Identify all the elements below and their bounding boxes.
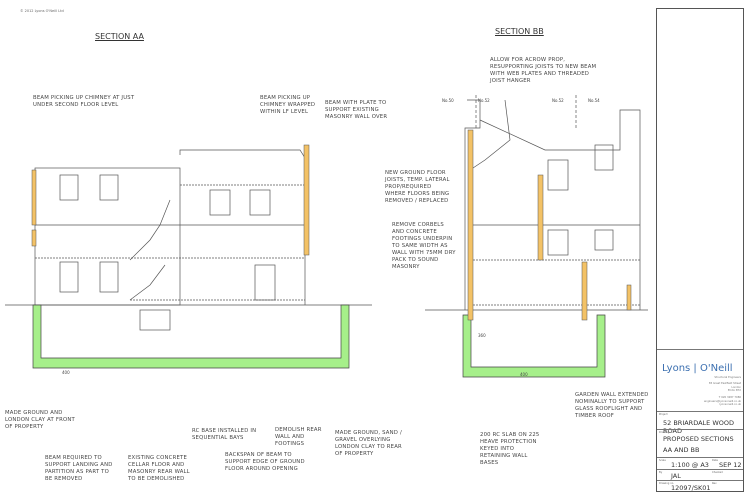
section-aa-drawing <box>5 149 372 331</box>
bb-note: Remove corbels and concrete footings und… <box>392 222 456 270</box>
aa-note: Made ground, sand / gravel overlying Lon… <box>335 430 402 457</box>
title-block: Lyons | O'Neill Structural Engineers 85 … <box>656 8 744 492</box>
aa-note: Beam picking up chimney at just under se… <box>33 95 135 108</box>
scale: 1:100 @ A3 <box>671 461 709 469</box>
date: Sep 12 <box>719 461 742 469</box>
section-aa-title: Section AA <box>95 32 144 41</box>
bb-dimension-2: 360 <box>478 333 486 338</box>
bb-note: Garden wall extended nominally to suppor… <box>575 392 649 419</box>
project-name: 52 Briardale Wood Road <box>663 419 734 435</box>
company-tagline: Structural Engineers <box>714 376 741 379</box>
drawing-number: 12097/SK01 <box>671 484 711 492</box>
drawn-by: JAL <box>671 472 681 480</box>
bb-note: New ground floor joists, temp. lateral p… <box>385 170 450 204</box>
company-logo: Lyons | O'Neill <box>662 363 733 374</box>
party-label: No.52 <box>552 98 564 103</box>
bb-note: 200 RC slab on 225 Heave protection keye… <box>480 432 540 466</box>
section-aa-basement <box>32 304 350 369</box>
section-bb-steel-beams <box>467 129 632 321</box>
section-bb-title: Section BB <box>495 27 544 36</box>
party-label: No.50 <box>442 98 454 103</box>
party-label: No.52 <box>478 98 490 103</box>
party-label: No.54 <box>588 98 600 103</box>
aa-note: Beam with plate to support existing maso… <box>325 100 388 120</box>
aa-note: Demolish rear wall and footings <box>275 427 322 447</box>
aa-note: RC base installed in sequential bays <box>192 428 257 441</box>
aa-note: Made ground and London clay at front of … <box>5 410 75 430</box>
drawing-title-2: AA and BB <box>663 446 700 454</box>
section-bb-basement <box>462 314 606 378</box>
bb-note: Allow for Acrow prop, resupporting joist… <box>490 57 597 84</box>
section-aa-steel-beams <box>31 144 310 256</box>
section-bb-drawing <box>425 95 648 311</box>
copyright: © 2012 Lyons O'Neill Ltd <box>20 9 64 13</box>
bb-dimension: 400 <box>520 372 528 377</box>
aa-note: Existing concrete cellar floor and mason… <box>128 455 190 482</box>
aa-note: Beam required to support landing and par… <box>45 455 113 482</box>
aa-note: Backspan of beam to support edge of grou… <box>225 452 305 472</box>
company-address: 85 Great Eastfield Street London EC2A 3H… <box>708 382 741 392</box>
drawing-title: Proposed Sections <box>663 435 734 443</box>
aa-dimension: 400 <box>62 370 70 375</box>
aa-note: Beam picking up chimney wrapped within L… <box>260 95 316 115</box>
company-contact: T 020 3287 7080 engineers@lyonsoneill.co… <box>703 396 741 406</box>
